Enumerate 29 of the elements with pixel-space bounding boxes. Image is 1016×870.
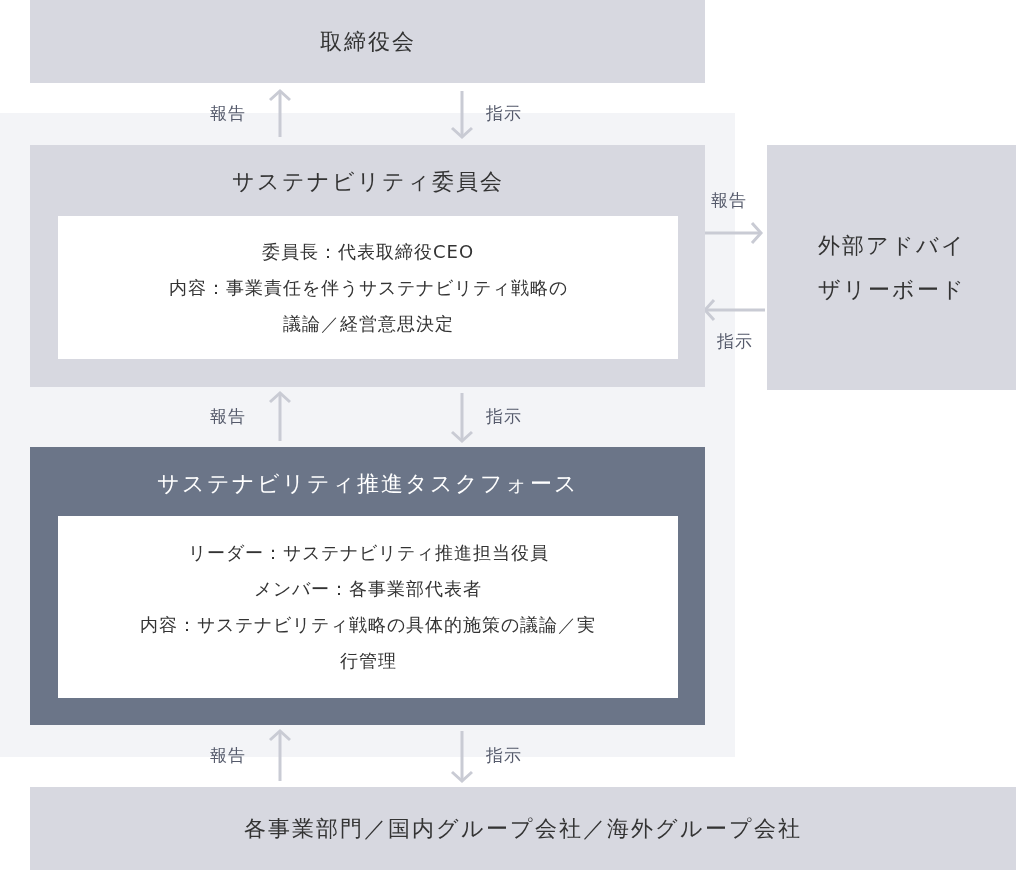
arrow — [268, 89, 292, 137]
description-text: メンバー：各事業部代表者 — [253, 577, 483, 601]
arrow — [450, 393, 474, 443]
board-box: 取締役会 — [30, 0, 705, 83]
edge-label: 報告 — [210, 744, 246, 767]
taskforce-box — [30, 447, 705, 725]
detail-box — [58, 216, 678, 359]
edge-label: 指示 — [717, 330, 753, 353]
edge-label: 指示 — [486, 102, 522, 125]
arrow — [268, 729, 292, 781]
arrow — [450, 731, 474, 783]
edge-label: 報告 — [711, 189, 747, 212]
detail-box — [58, 516, 678, 698]
description-text: 委員長：代表取締役CEO — [260, 239, 476, 264]
arrow — [450, 91, 474, 139]
edge-label: 指示 — [486, 405, 522, 428]
edge-label: 報告 — [210, 102, 246, 125]
arrow — [705, 221, 763, 245]
group-companies-box: 各事業部門／国内グループ会社／海外グループ会社 — [30, 787, 1016, 870]
description-text: 内容：サステナビリティ戦略の具体的施策の議論／実行管理 — [139, 613, 597, 673]
arrow — [268, 391, 292, 441]
edge-label: 指示 — [486, 744, 522, 767]
box-title: サステナビリティ推進タスクフォース — [155, 470, 580, 498]
advisory-box: 外部アドバイザリーボード — [767, 145, 1016, 390]
committee-box — [30, 145, 705, 387]
description-text: リーダー：サステナビリティ推進担当役員 — [186, 541, 550, 565]
edge-label: 報告 — [210, 405, 246, 428]
box-title: サステナビリティ委員会 — [230, 168, 505, 196]
description-text: 内容：事業責任を伴うサステナビリティ戦略の議論／経営意思決定 — [167, 275, 569, 336]
